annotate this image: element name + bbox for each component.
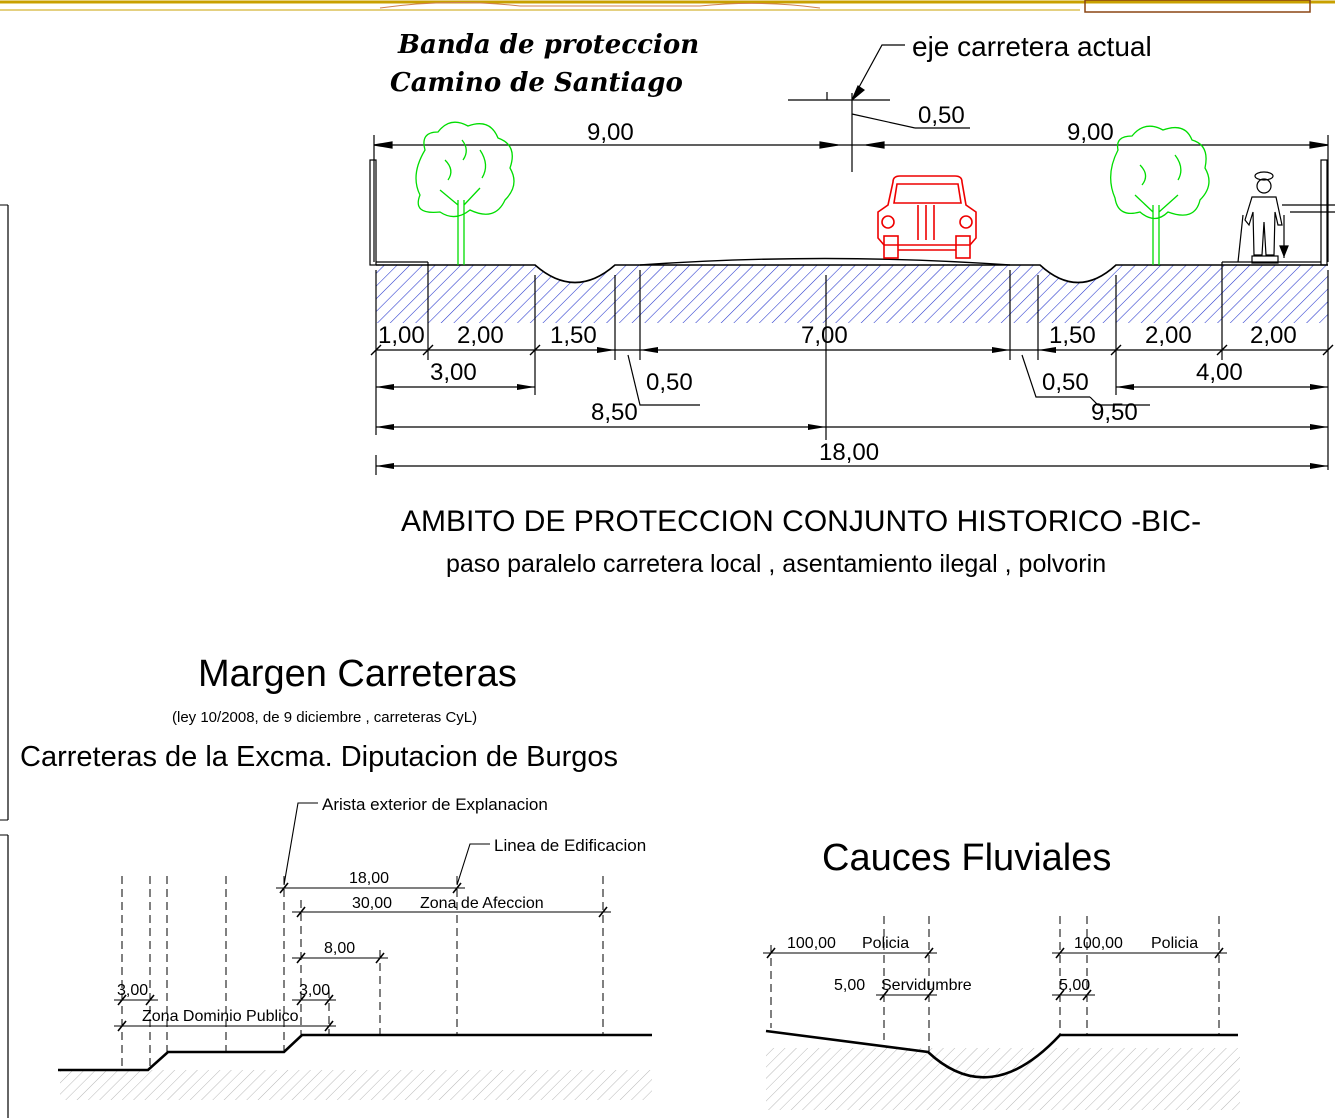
dim-1-00: 1,00 — [378, 322, 425, 349]
margen-carreteras-section: Margen Carreteras (ley 10/2008, de 9 dic… — [20, 653, 652, 1100]
caption-main: AMBITO DE PROTECCION CONJUNTO HISTORICO … — [401, 505, 1201, 538]
cauces-left-policia: Policia — [862, 935, 909, 952]
margen-3-00-left: 3,00 — [117, 982, 148, 999]
cauces-title: Cauces Fluviales — [822, 837, 1111, 879]
caption-sub: paso paralelo carretera local , asentami… — [446, 550, 1106, 578]
dim-1-50-right: 1,50 — [1049, 322, 1096, 349]
road-crown — [639, 257, 1011, 266]
linea-label: Linea de Edificacion — [494, 836, 646, 855]
margen-subtitle: Carreteras de la Excma. Diputacion de Bu… — [20, 741, 618, 773]
top-cross-section: Banda de proteccion Camino de Santiago e… — [369, 30, 1335, 578]
dim-0-50-left: 0,50 — [646, 369, 693, 396]
dim-4-00: 4,00 — [1196, 359, 1243, 386]
dim-1-50-left: 1,50 — [550, 322, 597, 349]
tree-right — [1110, 125, 1210, 265]
dim-0-50-top: 0,50 — [918, 102, 965, 129]
cauces-right-5: 5,00 — [1059, 977, 1090, 994]
person-icon — [1237, 171, 1335, 264]
cauces-dimensions — [763, 952, 1227, 996]
margen-ground-hatch — [60, 1070, 652, 1100]
car-icon — [877, 175, 977, 259]
dim-9-00-left: 9,00 — [587, 119, 634, 146]
dimension-arrows — [376, 347, 1328, 469]
script-title-1: Banda de proteccion — [397, 30, 699, 60]
dim-0-50-right: 0,50 — [1042, 369, 1089, 396]
margen-8-00: 8,00 — [324, 940, 355, 957]
dim-2-00-right: 2,00 — [1250, 322, 1297, 349]
dim-8-50: 8,50 — [591, 399, 638, 426]
margen-leaders — [283, 802, 490, 886]
cauces-ticks — [766, 947, 1224, 1001]
cauces-left-5: 5,00 — [834, 977, 865, 994]
margen-title: Margen Carreteras — [198, 653, 517, 695]
cauces-ground-hatch — [766, 1048, 1240, 1110]
axis-leader — [788, 44, 970, 172]
cauces-fluviales-section: Cauces Fluviales 100,00 — [763, 837, 1240, 1110]
margen-ticks — [117, 882, 608, 1032]
margen-3-00-right: 3,00 — [299, 982, 330, 999]
margen-18-00: 18,00 — [349, 870, 389, 887]
tree-left — [415, 121, 515, 265]
cauces-verticals — [770, 916, 1220, 1052]
margen-ground-profile — [58, 1033, 652, 1072]
cauces-ground-profile — [765, 1029, 1238, 1079]
zona-dominio-label: Zona Dominio Publico — [142, 1008, 299, 1025]
dim-3-00: 3,00 — [430, 359, 477, 386]
dim-7-00: 7,00 — [801, 322, 848, 349]
script-title-2: Camino de Santiago — [390, 68, 683, 98]
axis-label: eje carretera actual — [912, 31, 1152, 62]
margen-verticals — [121, 876, 604, 1070]
dim-2-00-left: 2,00 — [457, 322, 504, 349]
cauces-servidumbre: Servidumbre — [881, 977, 972, 994]
zona-afeccion-label: Zona de Afeccion — [420, 895, 544, 912]
cauces-right-100: 100,00 — [1074, 935, 1123, 952]
cauces-right-policia: Policia — [1151, 935, 1198, 952]
dim-9-00-right: 9,00 — [1067, 119, 1114, 146]
dimension-ticks — [370, 344, 1334, 356]
dim-18-00-total: 18,00 — [819, 439, 879, 466]
sheet-left-frame — [0, 204, 9, 1118]
cauces-left-100: 100,00 — [787, 935, 836, 952]
left-wall — [369, 159, 377, 266]
dim-2-00-mid: 2,00 — [1145, 322, 1192, 349]
ground-profile — [376, 264, 1328, 284]
dim-9-50: 9,50 — [1091, 399, 1138, 426]
sheet-top-border — [0, 0, 1335, 13]
arista-label: Arista exterior de Explanacion — [322, 795, 548, 814]
ground-hatch — [376, 265, 1328, 323]
margen-30-00: 30,00 — [352, 895, 392, 912]
upper-dimension-line — [373, 135, 1329, 262]
margen-law: (ley 10/2008, de 9 diciembre , carretera… — [172, 709, 477, 726]
